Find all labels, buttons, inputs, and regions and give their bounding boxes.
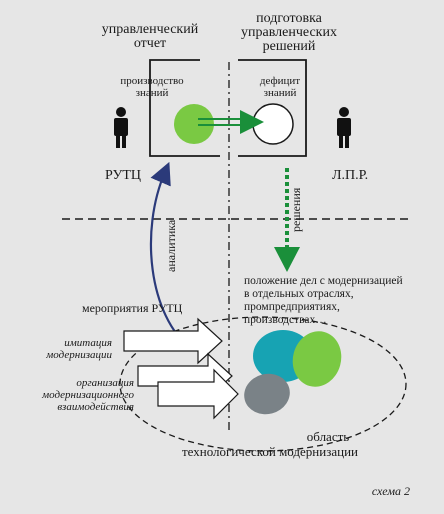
- modernization-area: [119, 316, 407, 452]
- imitation-arrow: [123, 317, 223, 365]
- green-blob: [292, 331, 342, 387]
- report-box: [149, 59, 220, 157]
- right-person-label: Л.П.Р.: [332, 168, 368, 183]
- person-icon-right: [337, 107, 351, 148]
- scheme-caption: схема 2: [372, 484, 410, 498]
- prep-box: [238, 59, 307, 157]
- left-person-label: РУТЦ: [105, 168, 141, 183]
- analytics-label: аналитика: [164, 219, 178, 272]
- decisions-arrow-head: [274, 247, 300, 272]
- gray-blob: [244, 373, 290, 415]
- third-arrow: [157, 368, 239, 420]
- knowledge-transfer-arrow: [198, 110, 264, 134]
- person-icon-left: [114, 107, 128, 148]
- decisions-label: решения: [289, 187, 303, 232]
- production-circle: [174, 104, 214, 144]
- measures-label: мероприятия РУТЦ: [82, 301, 183, 315]
